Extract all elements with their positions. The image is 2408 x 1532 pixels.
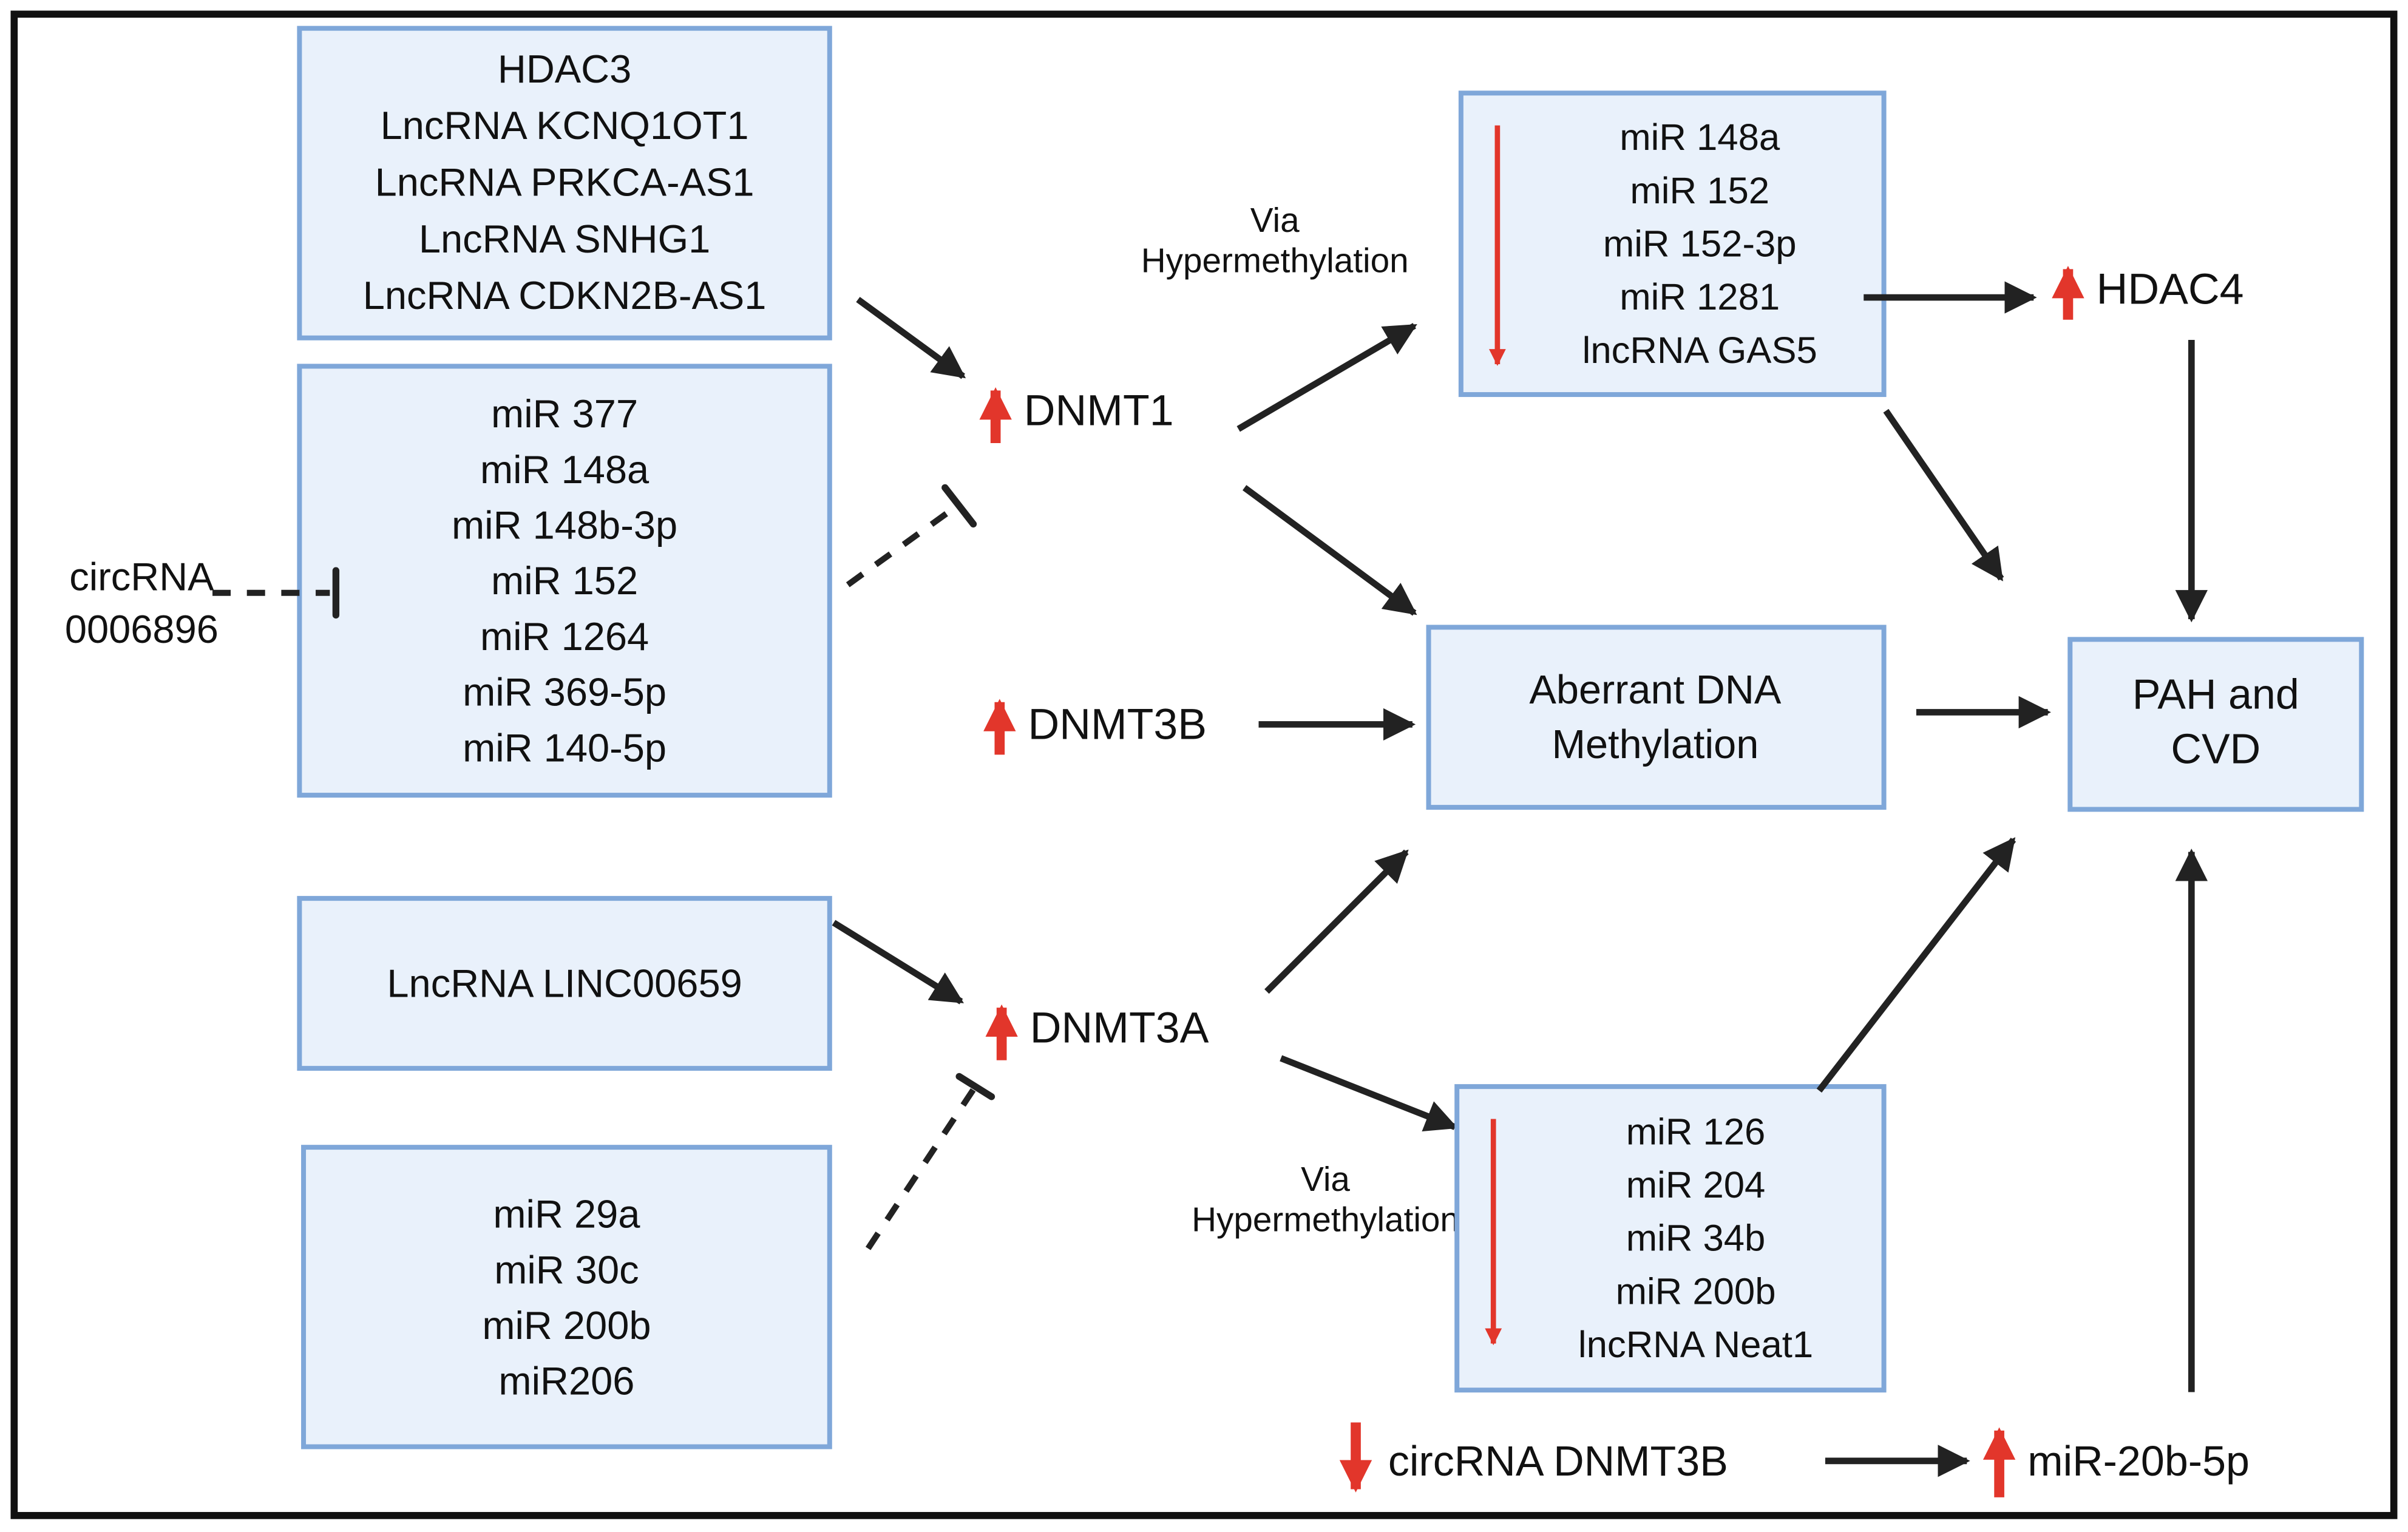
circrna-0006896-line: circRNA (69, 555, 214, 599)
mirs-dnmt1-box: miR 377 miR 148a miR 148b-3p miR 152 miR… (297, 364, 832, 798)
mirs-dnmt1-line: miR 148b-3p (452, 503, 677, 547)
pah-cvd-line: CVD (2171, 725, 2260, 772)
arrow-linc00659-to-dnmt3a (832, 920, 965, 1005)
hdac3-lncrnas-line: LncRNA CDKN2B-AS1 (363, 273, 767, 317)
mirs-dnmt1-line: miR 148a (480, 447, 649, 492)
neat1-box-rect (1454, 1084, 1887, 1393)
arrow-dnmt3a-to-aberrant (1264, 849, 1409, 994)
dnmt3b-label: DNMT3B (1028, 700, 1207, 748)
dnmt1-label: DNMT1 (1024, 387, 1174, 435)
mirs-dnmt1-line: miR 152 (491, 558, 638, 603)
arrow-dnmt1-to-aberrant (1243, 485, 1417, 616)
mirs-dnmt1-line: miR 1264 (480, 614, 649, 659)
gas5-line: miR 148a (1619, 117, 1780, 158)
via-hyper-bottom-line: Hypermethylation (1192, 1201, 1459, 1239)
neat1-line: miR 34b (1626, 1218, 1766, 1259)
mirs-dnmt3a-line: miR 29a (493, 1192, 640, 1236)
gas5-line: miR 152 (1630, 170, 1769, 212)
neat1-line: miR 204 (1626, 1164, 1766, 1206)
hdac3-lncrnas-box-rect (297, 25, 832, 341)
aberrant-methylation-box: Aberrant DNA Methylation (1426, 625, 1887, 810)
arrow-neat1box-to-pahcvd (1816, 837, 2016, 1093)
mirs-dnmt3a-line: miR206 (498, 1359, 634, 1403)
pah-cvd-line: PAH and (2132, 670, 2299, 717)
via-hyper-bottom-line: Via (1301, 1161, 1350, 1199)
gas5-line: miR 1281 (1619, 276, 1780, 318)
circrna-dnmt3b-label: circRNA DNMT3B (1388, 1437, 1728, 1485)
hdac4-label: HDAC4 (2097, 265, 2244, 314)
via-hyper-top-line: Via (1250, 202, 1300, 240)
aberrant-line: Methylation (1552, 722, 1759, 767)
inhibition-dashed-mirs-to-dnmt1 (846, 503, 959, 588)
linc00659-box-rect (297, 896, 832, 1071)
linc00659-line: LncRNA LINC00659 (387, 961, 742, 1006)
aberrant-line: Aberrant DNA (1529, 668, 1781, 713)
neat1-line: miR 200b (1616, 1270, 1776, 1312)
pah-cvd-box: PAH and CVD (2067, 637, 2364, 812)
gas5-box-rect (1458, 90, 1887, 398)
via-hypermethylation-top-label: Via Hypermethylation (1141, 202, 1409, 280)
mirs-dnmt1-line: miR 377 (491, 391, 638, 436)
pah-cvd-box-rect (2067, 637, 2364, 812)
circrna-0006896-line: 0006896 (65, 607, 219, 651)
hdac3-lncrnas-line: LncRNA KCNQ1OT1 (381, 103, 749, 147)
via-hyper-top-line: Hypermethylation (1141, 242, 1409, 280)
mirs-dnmt3a-line: miR 200b (482, 1303, 651, 1347)
arrow-gas5box-to-pahcvd (1883, 408, 2004, 581)
arrow-dnmt1-to-gas5box (1236, 323, 1417, 432)
hdac3-lncrnas-line: HDAC3 (498, 47, 631, 91)
linc00659-box: LncRNA LINC00659 (297, 896, 832, 1071)
neat1-line: lncRNA Neat1 (1578, 1324, 1813, 1366)
aberrant-methylation-box-rect (1426, 625, 1887, 810)
inhibition-tbar-icon (941, 484, 977, 528)
via-hypermethylation-bottom-label: Via Hypermethylation (1192, 1161, 1459, 1239)
gas5-line: lncRNA GAS5 (1582, 330, 1817, 371)
arrow-dnmt3a-to-neat1box (1280, 1055, 1458, 1131)
hdac3-lncrnas-box: HDAC3 LncRNA KCNQ1OT1 LncRNA PRKCA-AS1 L… (297, 25, 832, 341)
inhibition-tbar-icon (955, 1073, 995, 1100)
mirs-dnmt1-line: miR 140-5p (463, 725, 666, 770)
arrow-hdac3box-to-dnmt1 (856, 297, 966, 379)
mirs-dnmt3a-box: miR 29a miR 30c miR 200b miR206 (301, 1145, 832, 1449)
mir-20b-5p-label: miR-20b-5p (2027, 1437, 2250, 1485)
mirs-dnmt3a-line: miR 30c (494, 1247, 639, 1292)
gas5-box: miR 148a miR 152 miR 152-3p miR 1281 lnc… (1458, 90, 1887, 398)
mirs-dnmt1-box-rect (297, 364, 832, 798)
hdac3-lncrnas-line: LncRNA SNHG1 (419, 217, 710, 261)
mirs-dnmt1-line: miR 369-5p (463, 670, 666, 714)
hdac3-lncrnas-line: LncRNA PRKCA-AS1 (375, 160, 755, 205)
dnmt3a-label: DNMT3A (1030, 1003, 1209, 1052)
outer-frame (10, 10, 2398, 1519)
mirs-dnmt3a-box-rect (301, 1145, 832, 1449)
inhibition-dashed-mirs-to-dnmt3a (865, 1085, 978, 1250)
neat1-line: miR 126 (1626, 1111, 1766, 1153)
circrna-0006896-label: circRNA 0006896 (65, 555, 219, 652)
gas5-line: miR 152-3p (1603, 223, 1797, 265)
neat1-box: miR 126 miR 204 miR 34b miR 200b lncRNA … (1454, 1084, 1887, 1393)
